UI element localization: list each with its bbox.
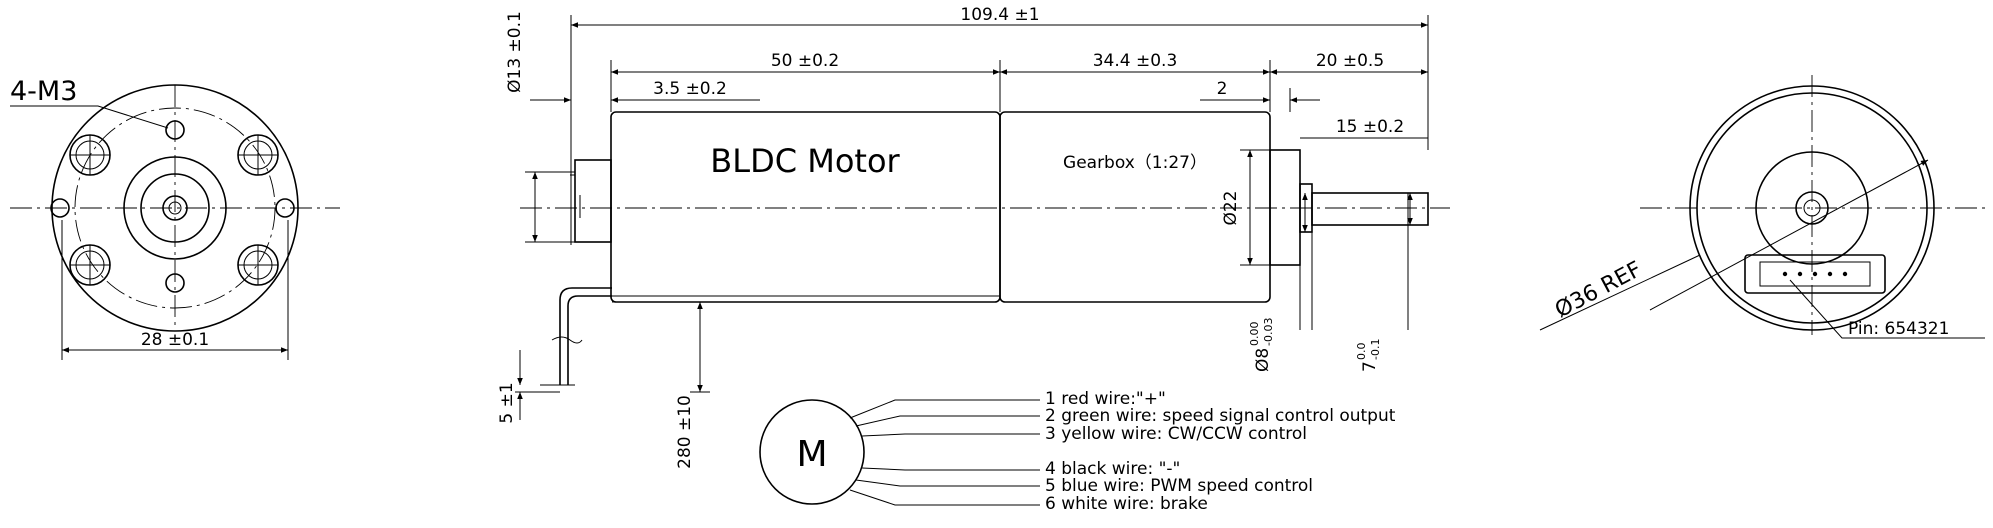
wiring-diagram: M 1 red wire:"+" 2 green wire: speed sig… xyxy=(759,389,1396,514)
gearbox-dia-dim: Ø22 xyxy=(1221,190,1241,225)
gearbox-label: Gearbox（1:27） xyxy=(1063,153,1207,173)
wire-label: 1 red wire:"+" xyxy=(1045,389,1166,409)
pin-label: Pin: 654321 xyxy=(1848,319,1949,339)
shaft-flat-dim: 15 ±0.2 xyxy=(1336,117,1404,137)
ref-dia-dim: Ø36 REF xyxy=(1551,257,1646,323)
motor-label: BLDC Motor xyxy=(710,142,900,180)
motor-body xyxy=(610,111,1001,303)
shaft-length-dim: 20 ±0.5 xyxy=(1316,51,1384,71)
wire-lead xyxy=(559,287,612,385)
overall-length-dim: 109.4 ±1 xyxy=(960,5,1039,25)
wire-stub-dim: 5 ±1 xyxy=(497,382,517,423)
svg-text:Ø8: Ø8 xyxy=(1253,348,1273,372)
m3-hole xyxy=(237,244,279,286)
wire-label: 4 black wire: "-" xyxy=(1045,459,1180,479)
width-dim: 28 ±0.1 xyxy=(141,330,209,350)
motor-symbol xyxy=(759,399,865,505)
connector xyxy=(1744,254,1886,294)
boss-length-dim: 3.5 ±0.2 xyxy=(653,79,727,99)
side-view: 109.4 ±1 50 ±0.2 34.4 ±0.3 20 ±0.5 3.5 ±… xyxy=(497,5,1450,469)
shaft-dia-dim: Ø8 0.00 -0.03 xyxy=(1248,318,1275,372)
gearbox-length-dim: 34.4 ±0.3 xyxy=(1093,51,1178,71)
boss-dia-dim: Ø13 ±0.1 xyxy=(505,11,525,93)
wire-label: 5 blue wire: PWM speed control xyxy=(1045,476,1313,496)
wire-length-dim: 280 ±10 xyxy=(675,395,695,469)
svg-text:-0.03: -0.03 xyxy=(1262,318,1275,346)
svg-text:-0.1: -0.1 xyxy=(1369,339,1382,360)
wire-label: 2 green wire: speed signal control outpu… xyxy=(1045,406,1396,426)
wire-label: 3 yellow wire: CW/CCW control xyxy=(1045,424,1307,444)
gap-dim: 2 xyxy=(1217,79,1228,99)
wire-label: 6 white wire: brake xyxy=(1045,494,1208,514)
m3-hole xyxy=(69,134,111,176)
rear-view: Ø36 REF Pin: 654321 xyxy=(1539,75,1985,339)
motor-length-dim: 50 ±0.2 xyxy=(771,51,839,71)
holes-label: 4-M3 xyxy=(10,76,77,107)
motor-symbol-label: M xyxy=(796,434,827,475)
svg-text:0.0: 0.0 xyxy=(1355,343,1368,361)
m3-hole xyxy=(69,244,111,286)
svg-text:7: 7 xyxy=(1360,361,1380,372)
svg-text:0.00: 0.00 xyxy=(1248,322,1261,347)
m3-hole xyxy=(237,134,279,176)
flat-dim: 7 0.0 -0.1 xyxy=(1355,339,1382,372)
front-view: 4-M3 28 ±0.1 xyxy=(10,76,340,360)
